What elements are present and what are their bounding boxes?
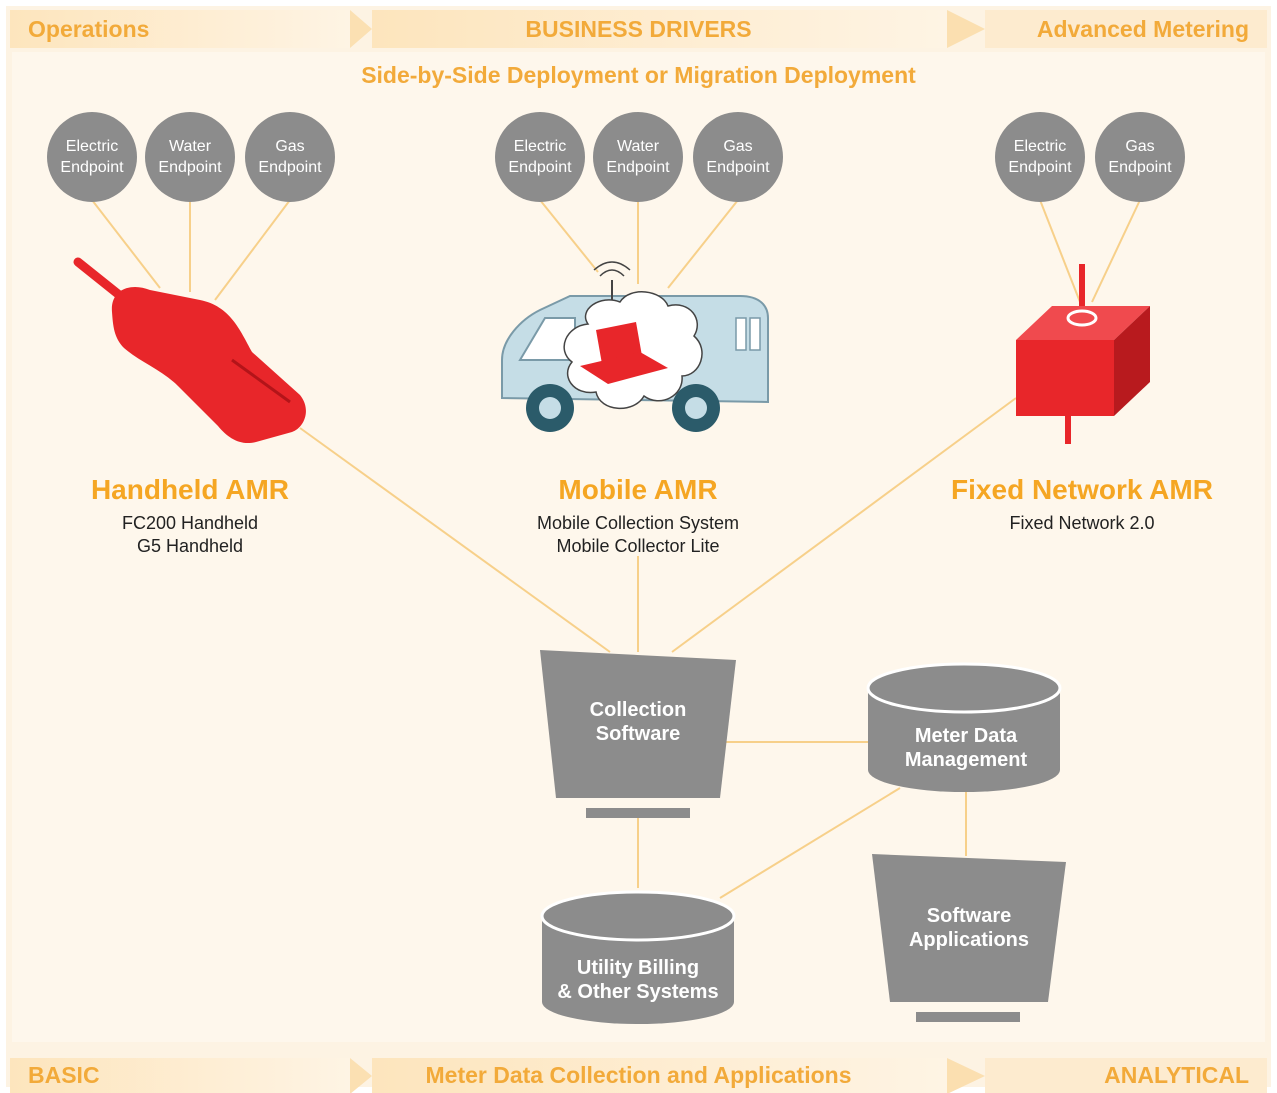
footer-meter-data-collection: Meter Data Collection and Applications [425, 1062, 852, 1088]
header-advanced-metering: Advanced Metering [1036, 16, 1249, 42]
mobile-amr-line1: Mobile Collection System [536, 513, 740, 533]
fixed-electric-endpoint [995, 112, 1085, 202]
software-applications-node [872, 854, 1066, 1022]
fixed-gas-endpoint [1095, 112, 1185, 202]
top-band [10, 10, 1267, 48]
handheld-device-icon [73, 257, 306, 444]
footer-basic: BASIC [28, 1062, 100, 1088]
bottom-band [10, 1058, 1267, 1093]
header-operations: Operations [28, 16, 150, 42]
connector-lines [91, 199, 1141, 899]
utility-billing-label: Utility Billing& Other Systems [557, 957, 719, 1003]
mobile-electric-endpoint [495, 112, 585, 202]
handheld-electric-endpoint [47, 112, 137, 202]
handheld-gas-endpoint [245, 112, 335, 202]
header-business-drivers: BUSINESS DRIVERS [525, 16, 752, 42]
handheld-amr-title: Handheld AMR [90, 474, 290, 505]
fixed-network-box-icon [1016, 264, 1150, 444]
handheld-amr-line1: FC200 Handheld [121, 513, 259, 533]
meter-data-management-node [866, 662, 1062, 792]
mobile-water-endpoint [593, 112, 683, 202]
diagram-subtitle: Side-by-Side Deployment or Migration Dep… [361, 62, 916, 88]
mobile-gas-endpoint [693, 112, 783, 202]
fixed-amr-title: Fixed Network AMR [951, 474, 1213, 505]
utility-billing-node [540, 890, 736, 1024]
footer-analytical: ANALYTICAL [1104, 1062, 1249, 1088]
fixed-amr-line1: Fixed Network 2.0 [1009, 513, 1155, 533]
handheld-amr-line2: G5 Handheld [136, 536, 244, 556]
collection-software-node [540, 650, 736, 818]
endpoint-circles [47, 112, 1185, 202]
mobile-amr-title: Mobile AMR [558, 474, 718, 505]
handheld-water-endpoint [145, 112, 235, 202]
mobile-amr-line2: Mobile Collector Lite [556, 536, 720, 556]
mobile-van-icon [501, 261, 769, 432]
